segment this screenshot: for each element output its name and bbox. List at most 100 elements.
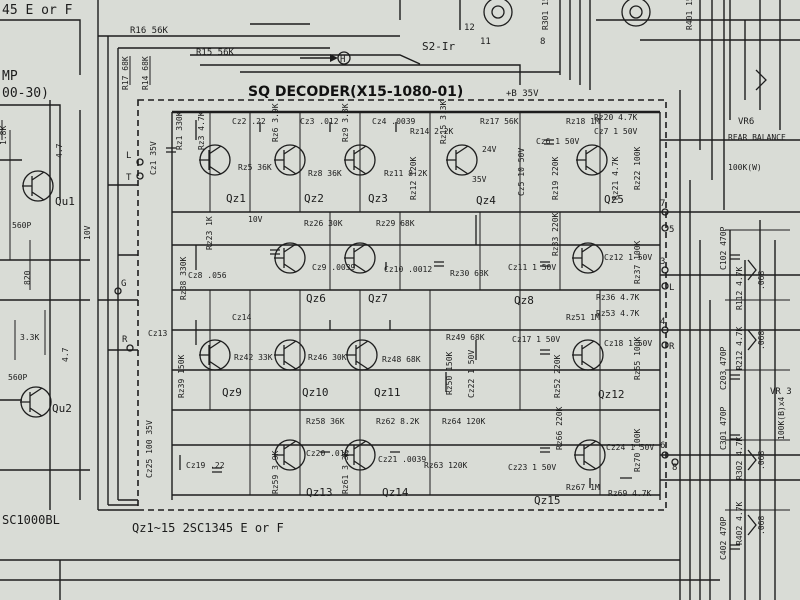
component-glyphs (166, 120, 632, 488)
transistor-qu2-label: Qu2 (52, 402, 72, 415)
right-res-r302: R302 4.7K (735, 436, 744, 480)
right-res-r212: R212 4.7K (735, 326, 744, 370)
svg-text:L: L (126, 151, 131, 161)
decoder-boundary (137, 99, 667, 511)
comp-c29: Cz10 .0012 (384, 265, 432, 274)
right-small-1: .068 (757, 331, 766, 350)
switch-socket-right (621, 0, 651, 27)
comp-c49: Rz55 100K (633, 336, 642, 380)
top-resistor-r16: R16 56K (130, 26, 169, 36)
comp-c51: Rz50 150K (445, 351, 454, 395)
svg-text:Qz14: Qz14 (382, 486, 409, 499)
comp-c24: Rz21 4.7K (611, 156, 620, 200)
comp-c48: Rz53 4.7K (596, 309, 640, 318)
transistor-qz1: Qz1 (199, 144, 246, 205)
comp-c12: Rz12 120K (409, 156, 418, 200)
right-cap-c301: C301 470P (719, 406, 728, 450)
top-part-12: 12 (464, 23, 475, 33)
supply-label: +B 35V (506, 89, 539, 99)
svg-text:Qz9: Qz9 (222, 386, 242, 399)
comp-c56: Rz58 36K (306, 417, 345, 426)
top-part-8: 8 (540, 37, 545, 47)
right-res-r112: R112 4.7K (735, 266, 744, 310)
comp-c5: Rz1 330K (175, 111, 184, 150)
connector-8: 8 (671, 458, 679, 473)
comp-c65: Rz67 1M (566, 483, 600, 492)
comp-c9: Rz8 36K (308, 169, 342, 178)
comp-c42: Rz46 30K (308, 353, 347, 362)
comp-c59: Cz21 .0039 (378, 455, 426, 464)
connector-g: G (114, 279, 126, 295)
svg-text:Qz8: Qz8 (514, 294, 534, 307)
comp-c57: Rz62 8.2K (376, 417, 420, 426)
comp-c13: Rz14 2.2K (410, 127, 454, 136)
comp-c39: Cz13 (148, 329, 167, 338)
comp-c8: Rz6 3.9K (271, 103, 280, 142)
comp-c2: Cz2 .22 (232, 117, 266, 126)
marker-h-circle (337, 51, 351, 65)
comp-c43: Rz48 68K (382, 355, 421, 364)
comp-c61: Cz25 100 35V (145, 420, 154, 478)
svg-text:3: 3 (660, 257, 665, 267)
top-part-11: 11 (480, 37, 491, 47)
top-resistor-r17: R17 68K (121, 56, 130, 90)
connector-t: T (126, 172, 144, 183)
comp-c63: Rz66 220K (555, 406, 564, 450)
comp-c34: Cz11 1 50V (508, 263, 556, 272)
comp-c3: Cz3 .012 (300, 117, 339, 126)
connector-l-right: L (661, 282, 674, 293)
svg-text:5: 5 (669, 225, 674, 235)
comp-c28: Cz9 .0039 (312, 263, 356, 272)
comp-c52: Cz22 1 50V (467, 350, 476, 398)
comp-c10: Rz9 3.3K (341, 103, 350, 142)
left-amp-panel: 45 E or F MP 00-30) SC1000BL Qu1 Qu2 1.8… (0, 3, 92, 527)
comp-c25: Rz22 100K (633, 146, 642, 190)
transistor-qz3: Qz3 (344, 144, 388, 205)
comp-c32: Rz30 68K (450, 269, 489, 278)
comp-c70: 10V (248, 215, 263, 224)
top-resistor-r14: R14 68K (141, 56, 150, 90)
connector-l: L (126, 151, 144, 166)
transistor-qz13: Qz13 (274, 439, 333, 499)
switch-s2-label: S2-Ir (422, 40, 455, 53)
comp-c17: 35V (472, 175, 487, 184)
left-part-6: 4.7 (61, 347, 70, 362)
svg-text:Qz7: Qz7 (368, 292, 388, 305)
connector-nodes: L T G R 7 5 3 4 6 8 L R (114, 151, 679, 473)
vr6-label: VR6 (738, 117, 754, 127)
comp-c46: Cz18 1 50V (604, 339, 652, 348)
vr6-text: REAR BALANCE (728, 133, 786, 142)
comp-c62: Cz23 1 50V (508, 463, 556, 472)
comp-c6: Rz3 4.7K (197, 111, 206, 150)
comp-c11: Rz11 8.2K (384, 169, 428, 178)
top-resistor-r15: R15 56K (196, 48, 235, 58)
comp-c55: Rz63 120K (424, 461, 468, 470)
comp-c38: Rz38 330K (179, 256, 188, 300)
left-amp-code-fragment: 00-30) (2, 86, 49, 101)
comp-c19: Cz6 1 50V (536, 137, 580, 146)
decoder-title: SQ DECODER(X15-1080-01) (248, 84, 463, 100)
left-part-5: 560P (8, 373, 27, 382)
svg-text:R: R (122, 335, 128, 345)
right-small-3: .068 (757, 516, 766, 535)
comp-c36: Rz36 4.7K (596, 293, 640, 302)
comp-c30: Rz29 68K (376, 219, 415, 228)
comp-c47: Rz51 1M (566, 313, 600, 322)
transistor-layer: Qz1 Qz2 Qz3 Qz4 Qz5 Qz6 Qz7 Qz8 Qz9 Qz10… (199, 144, 625, 507)
svg-text:Qz6: Qz6 (306, 292, 326, 305)
comp-c69: Rz61 3.3K (341, 450, 350, 494)
connector-r: R (122, 335, 134, 352)
comp-c1: Cz1 35V (149, 141, 158, 175)
svg-text:Qz11: Qz11 (374, 386, 401, 399)
comp-c40: Cz14 (232, 313, 251, 322)
svg-text:Qz15: Qz15 (534, 494, 561, 507)
transistor-qz5: Qz5 (576, 144, 624, 206)
comp-c7: Rz5 36K (238, 163, 272, 172)
comp-c45: Cz17 1 50V (512, 335, 560, 344)
comp-c23: Rz19 220K (551, 156, 560, 200)
transistor-qz2: Qz2 (274, 144, 324, 205)
right-cap-c203: C203 470P (719, 346, 728, 390)
comp-c68: Rz59 3.9K (271, 450, 280, 494)
svg-text:6: 6 (660, 441, 665, 451)
right-cap-c102: C102 470P (719, 226, 728, 270)
